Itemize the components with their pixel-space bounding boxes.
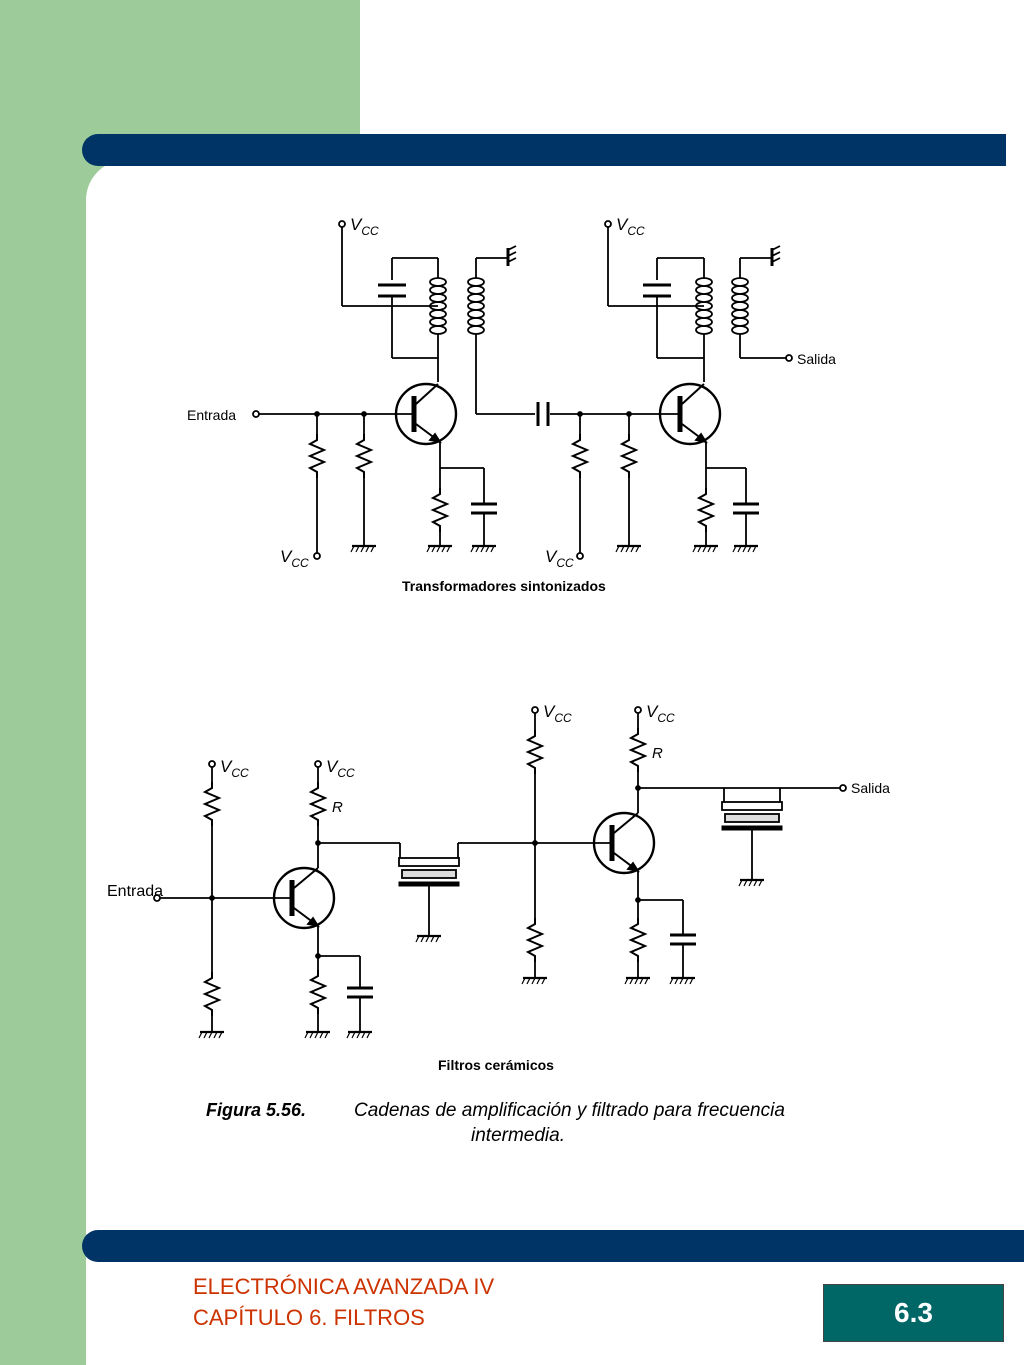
top-vcc-label-2: VCC: [616, 215, 645, 238]
top-output-label: Salida: [797, 351, 836, 367]
top-bar: [82, 134, 1006, 166]
page-number-box: 6.3: [823, 1284, 1004, 1342]
bottom-vcc-label-3: VCC: [543, 702, 572, 725]
top-vcc-label-1: VCC: [350, 215, 379, 238]
bottom-vcc-label-4: VCC: [646, 702, 675, 725]
top-circuit: [252, 220, 793, 560]
bottom-vcc-label-2: VCC: [326, 757, 355, 780]
figure-caption-line1: Cadenas de amplificación y filtrado para…: [354, 1100, 785, 1121]
bottom-circuit: [153, 706, 847, 1040]
bottom-input-label: Entrada: [107, 883, 163, 900]
footer-chapter-title: CAPÍTULO 6. FILTROS: [193, 1305, 425, 1330]
footer-course-title: ELECTRÓNICA AVANZADA IV: [193, 1274, 495, 1299]
top-input-label: Entrada: [187, 407, 236, 423]
bottom-vcc-label-1: VCC: [220, 757, 249, 780]
top-vcc-label-4: VCC: [545, 547, 574, 570]
bottom-r-label-2: R: [652, 745, 663, 762]
top-vcc-label-3: VCC: [280, 547, 309, 570]
bottom-circuit-caption: Filtros cerámicos: [438, 1057, 554, 1073]
top-circuit-caption: Transformadores sintonizados: [402, 578, 606, 594]
bottom-r-label-1: R: [332, 799, 343, 816]
bottom-bar: [82, 1230, 1024, 1262]
figure-caption-line2: intermedia.: [471, 1125, 565, 1146]
figure-label: Figura 5.56.: [206, 1100, 306, 1120]
content-area: [86, 160, 1024, 1365]
page-number: 6.3: [894, 1297, 933, 1328]
bottom-output-label: Salida: [851, 780, 890, 796]
